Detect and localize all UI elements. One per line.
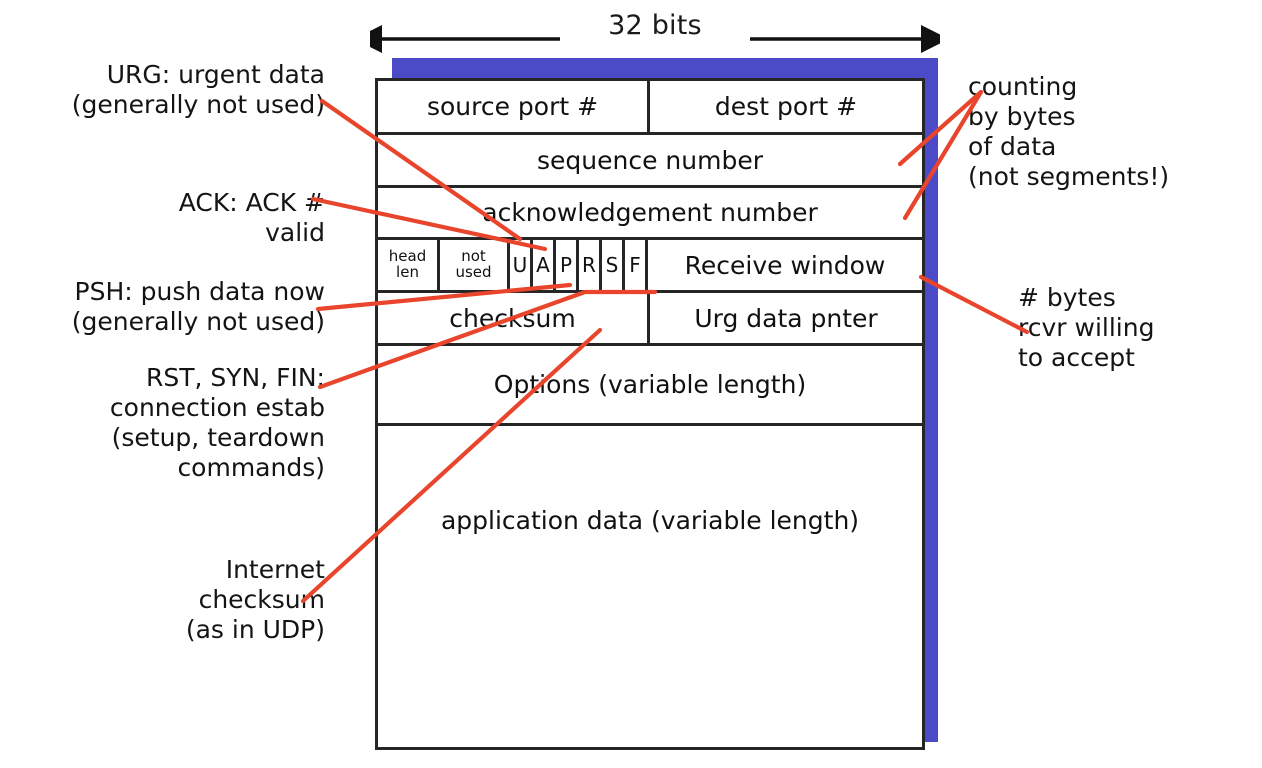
flag-bit-syn: S <box>602 240 625 290</box>
flag-bit-ack: A <box>533 240 556 290</box>
annotation-ack: ACK: ACK # valid <box>178 188 325 247</box>
bits-width-label: 32 bits <box>608 10 702 41</box>
flag-bit-urg: U <box>510 240 533 290</box>
flag-bit-rst: R <box>579 240 602 290</box>
annotation-urg: URG: urgent data (generally not used) <box>71 60 325 119</box>
field-options: Options (variable length) <box>493 370 807 399</box>
field-receive-window: Receive window <box>684 250 886 280</box>
field-source-port: source port # <box>378 81 651 132</box>
field-head-len: head len <box>378 240 440 290</box>
field-dest-port: dest port # <box>714 92 858 121</box>
not-used-line1: not <box>461 247 486 266</box>
flag-bit-fin: F <box>625 240 648 290</box>
head-len-line1: head <box>388 247 427 266</box>
field-acknowledgement-number: acknowledgement number <box>482 198 818 227</box>
head-len-line2: len <box>396 263 419 281</box>
table-row-flags: head len not used U A P R S F Receive wi… <box>378 240 922 293</box>
annotation-counting-by-bytes: counting by bytes of data (not segments!… <box>968 72 1170 191</box>
annotation-receiver-bytes: # bytes rcvr willing to accept <box>1018 283 1155 372</box>
annotation-rst-syn-fin: RST, SYN, FIN: connection estab (setup, … <box>109 363 325 482</box>
annotation-psh: PSH: push data now (generally not used) <box>71 277 325 336</box>
table-row-application-data: application data (variable length) <box>378 426 922 747</box>
tcp-header-table: source port # dest port # sequence numbe… <box>375 78 925 750</box>
table-row-options: Options (variable length) <box>378 346 922 426</box>
field-not-used: not used <box>440 240 510 290</box>
annotation-internet-checksum: Internet checksum (as in UDP) <box>185 555 325 644</box>
width-arrow-icon <box>370 25 940 53</box>
field-sequence-number: sequence number <box>537 145 763 175</box>
field-application-data: application data (variable length) <box>440 506 860 535</box>
table-row-ports: source port # dest port # <box>378 81 922 135</box>
table-row-sequence: sequence number <box>378 135 922 188</box>
table-row-acknowledgement: acknowledgement number <box>378 188 922 240</box>
table-row-checksum: checksum Urg data pnter <box>378 293 922 346</box>
field-checksum: checksum <box>378 293 651 343</box>
flag-bit-psh: P <box>556 240 579 290</box>
field-urg-data-pointer: Urg data pnter <box>694 303 878 333</box>
not-used-line2: used <box>455 263 492 281</box>
